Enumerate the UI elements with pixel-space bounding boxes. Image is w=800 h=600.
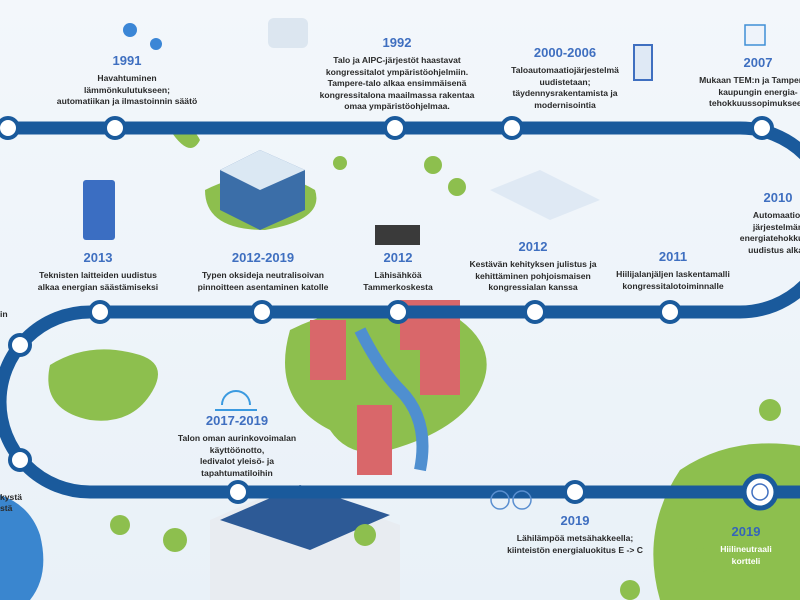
hill bbox=[653, 443, 800, 600]
sun-icon bbox=[215, 390, 257, 411]
solar-building bbox=[210, 485, 400, 600]
tablet-icon bbox=[83, 180, 115, 240]
globe-handshake-icon bbox=[741, 473, 779, 511]
cut-off-text: stä bbox=[0, 503, 13, 513]
cut-off-text: kystä bbox=[0, 492, 22, 502]
hydropower-icon bbox=[375, 225, 420, 245]
cut-off-text: in bbox=[0, 309, 8, 319]
certificate-icon bbox=[744, 24, 766, 46]
gears-icon bbox=[123, 23, 162, 50]
river bbox=[354, 327, 429, 472]
trees bbox=[110, 156, 781, 600]
event-description: Lähilämpöä metsähakkeella;kiinteistön en… bbox=[507, 533, 643, 555]
office-desk bbox=[490, 170, 600, 220]
event-description: Automaatio-järjestelmänenergiatehokkuus-… bbox=[739, 210, 800, 255]
touchscreen-icon bbox=[633, 44, 653, 81]
event-description: Mukaan TEM:n ja Tampereenkaupungin energ… bbox=[699, 75, 800, 108]
speech-bubble-icon bbox=[268, 18, 308, 48]
lake bbox=[0, 495, 44, 600]
timeline-nodes bbox=[0, 116, 774, 504]
hill bbox=[48, 349, 158, 421]
glass-building bbox=[220, 150, 305, 230]
bicycle-icon bbox=[490, 490, 510, 510]
